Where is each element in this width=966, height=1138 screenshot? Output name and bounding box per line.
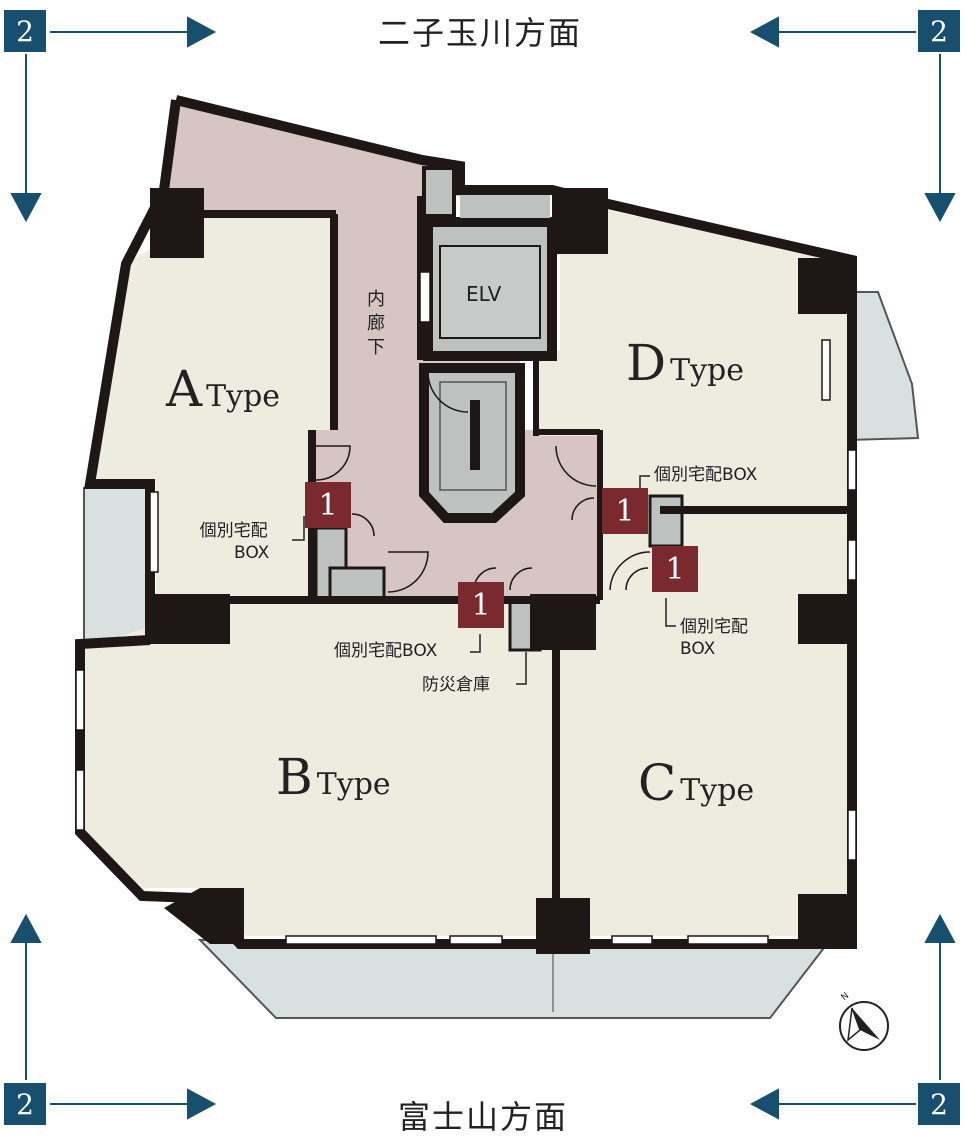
delivery-box-marker-c: 1 bbox=[652, 546, 698, 592]
unit-b-room bbox=[84, 600, 556, 936]
delivery-box-label-b: 個別宅配BOX bbox=[334, 641, 438, 661]
delivery-box-label-c-line2: BOX bbox=[680, 639, 716, 659]
view-marker-top-right: 2 bbox=[918, 10, 960, 52]
delivery-box-label-a: 個別宅配 BOX bbox=[198, 520, 270, 564]
delivery-box-label-d: 個別宅配BOX bbox=[654, 465, 758, 485]
delivery-box-label-a-line2: BOX bbox=[234, 543, 270, 563]
leader-lines bbox=[292, 475, 676, 685]
delivery-box-label-a-line1: 個別宅配 bbox=[199, 521, 268, 541]
corridor-area bbox=[164, 104, 660, 600]
unit-b-suffix: Type bbox=[316, 767, 391, 802]
stair-steps bbox=[439, 381, 507, 491]
view-marker-top-left: 2 bbox=[4, 10, 46, 52]
balcony-east bbox=[847, 291, 920, 442]
unit-a-suffix: Type bbox=[206, 379, 281, 414]
storage-label: 防災倉庫 bbox=[422, 675, 490, 695]
balcony-west bbox=[83, 487, 151, 641]
direction-label-north: 二子玉川方面 bbox=[378, 14, 583, 52]
delivery-box-label-c-line1: 個別宅配 bbox=[680, 617, 748, 637]
utility-d bbox=[648, 494, 684, 548]
unit-c-room bbox=[560, 512, 848, 936]
elevator-car bbox=[439, 245, 541, 339]
view-arrows bbox=[10, 16, 956, 1120]
unit-c-suffix: Type bbox=[680, 773, 755, 808]
north-niche bbox=[422, 166, 456, 218]
delivery-box-marker-a: 1 bbox=[305, 482, 351, 528]
stair-rail bbox=[470, 400, 480, 470]
unit-b-letter: B bbox=[276, 748, 313, 806]
delivery-box-marker-b: 1 bbox=[458, 582, 504, 628]
unit-a-letter: A bbox=[166, 360, 203, 418]
delivery-box-marker-d: 1 bbox=[602, 488, 648, 534]
unit-d-letter: D bbox=[626, 334, 667, 392]
windows bbox=[75, 271, 857, 945]
unit-d-room bbox=[536, 210, 848, 510]
delivery-box-label-c: 個別宅配 BOX bbox=[680, 616, 748, 660]
compass-icon bbox=[839, 1001, 889, 1051]
unit-c-letter: C bbox=[638, 754, 677, 812]
utility-b bbox=[328, 566, 386, 600]
columns bbox=[150, 188, 852, 954]
unit-d-suffix: Type bbox=[670, 353, 745, 388]
unit-a-room bbox=[90, 216, 334, 600]
direction-label-south: 富士山方面 bbox=[398, 1098, 569, 1136]
view-marker-bottom-right: 2 bbox=[918, 1083, 960, 1125]
elevator-label: ELV bbox=[466, 282, 502, 306]
view-marker-bottom-left: 2 bbox=[4, 1083, 46, 1125]
corridor-label: 内廊下 bbox=[367, 289, 385, 358]
balcony-south bbox=[197, 939, 833, 1019]
